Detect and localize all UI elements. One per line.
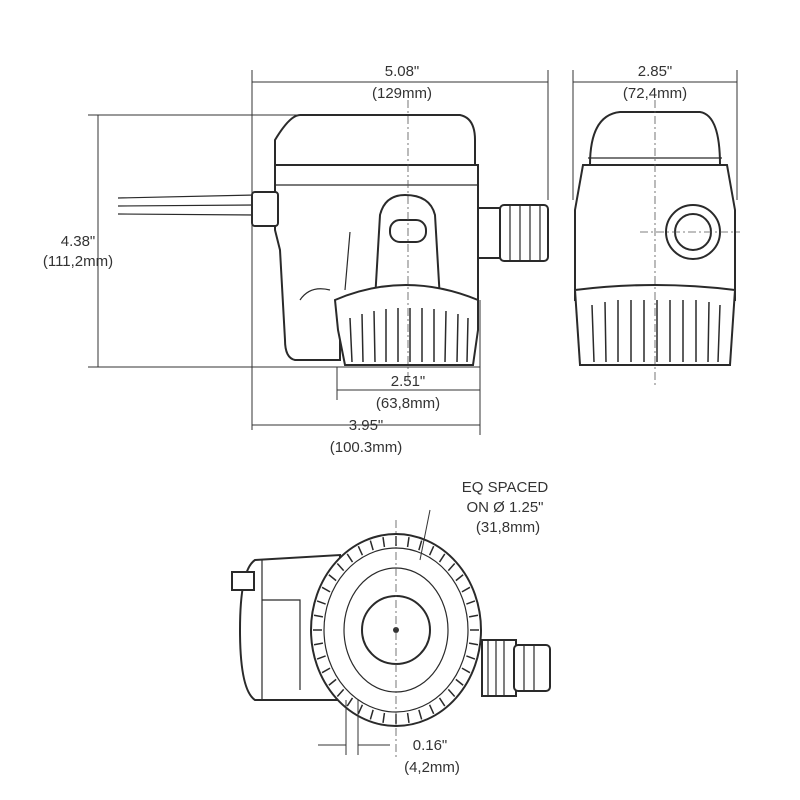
strainer-slot	[438, 697, 446, 707]
base-mm-label: (63,8mm)	[376, 395, 440, 412]
width-in-label: 2.85"	[638, 63, 673, 80]
strainer-slot	[418, 709, 423, 720]
strainer-slot	[461, 586, 471, 593]
height-mm-label: (111,2mm)	[43, 253, 113, 270]
strainer-slot	[321, 586, 331, 593]
strainer-slot	[336, 563, 345, 572]
strainer-slot	[316, 600, 326, 605]
strainer-slot	[357, 704, 364, 715]
bottom-view	[231, 509, 551, 760]
strainer-slot	[346, 553, 354, 563]
strainer-slot	[418, 540, 423, 551]
strainer-slot	[438, 553, 446, 563]
strainer-slot	[406, 537, 410, 548]
slot-mm-label: (4,2mm)	[404, 759, 460, 776]
strainer-slot	[455, 574, 464, 582]
base-in-label: 2.51"	[391, 373, 426, 390]
note-line1: EQ SPACED	[462, 479, 549, 496]
length-mm-label: (129mm)	[372, 85, 432, 102]
strainer-slot	[468, 642, 479, 646]
slot-in-label: 0.16"	[413, 737, 448, 754]
strainer-slot	[466, 600, 476, 605]
strainer-slot	[382, 537, 386, 548]
strainer-slot	[447, 688, 456, 697]
body-in-label: 3.95"	[349, 417, 384, 434]
note-line2: ON Ø 1.25"	[466, 499, 543, 516]
width-mm-label: (72,4mm)	[623, 85, 687, 102]
front-view	[117, 100, 549, 380]
strainer-slot	[369, 709, 374, 720]
strainer-slot	[369, 540, 374, 551]
height-in-label: 4.38"	[61, 233, 96, 250]
dimension-lines	[88, 70, 738, 435]
strainer-slot	[336, 688, 345, 697]
strainer-slot	[328, 574, 337, 582]
strainer-slot	[428, 545, 435, 556]
strainer-slot	[461, 667, 471, 674]
strainer-slot	[382, 712, 386, 723]
body-mm-label: (100.3mm)	[330, 439, 403, 456]
strainer-slot	[466, 655, 476, 660]
note-line3: (31,8mm)	[476, 519, 540, 536]
strainer-slot	[468, 614, 479, 618]
strainer-slot	[455, 678, 464, 686]
strainer-slot	[357, 545, 364, 556]
strainer-slot	[313, 614, 324, 618]
strainer-fins	[349, 308, 469, 363]
strainer-slot	[346, 697, 354, 707]
strainer-slot	[428, 704, 435, 715]
strainer-slot	[321, 667, 331, 674]
strainer-slot	[447, 563, 456, 572]
length-in-label: 5.08"	[385, 63, 420, 80]
strainer-slot	[313, 642, 324, 646]
strainer-slot	[406, 712, 410, 723]
side-view	[573, 100, 740, 385]
strainer-slot	[316, 655, 326, 660]
strainer-slot	[328, 678, 337, 686]
